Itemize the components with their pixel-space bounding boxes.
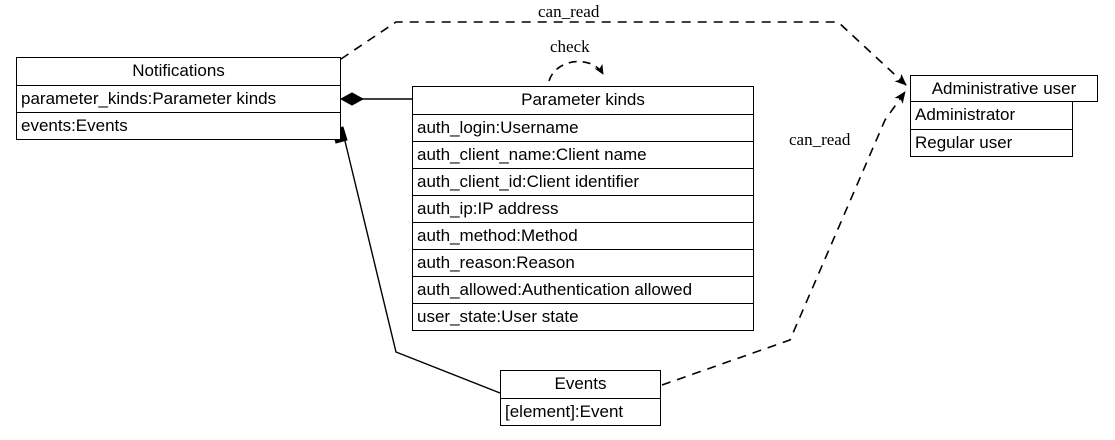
class-notifications[interactable]: Notifications parameter_kinds:Parameter …	[16, 57, 341, 140]
class-parameter-kinds-title: Parameter kinds	[413, 87, 753, 114]
class-parameter-kinds-attr-auth-ip: auth_ip:IP address	[413, 195, 753, 222]
class-notifications-title: Notifications	[17, 58, 340, 85]
class-parameter-kinds-attr-auth-method: auth_method:Method	[413, 222, 753, 249]
class-parameter-kinds-attr-auth-allowed: auth_allowed:Authentication allowed	[413, 276, 753, 303]
class-events[interactable]: Events [element]:Event	[500, 370, 661, 426]
class-administrative-user-attrs: Administrator Regular user	[910, 101, 1073, 157]
class-administrative-user-attr-regular-user: Regular user	[911, 129, 1072, 156]
class-events-title: Events	[501, 371, 660, 398]
edge-label-can-read-bottom: can_read	[789, 130, 851, 149]
class-parameter-kinds-attr-user-state: user_state:User state	[413, 303, 753, 330]
class-parameter-kinds-attr-auth-client-id: auth_client_id:Client identifier	[413, 168, 753, 195]
diamond-parameter-kinds	[339, 92, 365, 106]
edge-check-loop	[548, 60, 604, 82]
class-parameter-kinds-attr-auth-login: auth_login:Username	[413, 114, 753, 141]
edge-can-read-top	[340, 21, 907, 86]
class-administrative-user-attr-administrator: Administrator	[911, 102, 1072, 129]
class-parameter-kinds[interactable]: Parameter kinds auth_login:Username auth…	[412, 86, 754, 331]
edge-label-can-read-top: can_read	[538, 2, 600, 21]
class-administrative-user[interactable]: Administrative user Administrator Regula…	[910, 75, 1100, 157]
class-parameter-kinds-attr-auth-reason: auth_reason:Reason	[413, 249, 753, 276]
class-events-attr-element: [element]:Event	[501, 398, 660, 425]
class-parameter-kinds-attr-auth-client-name: auth_client_name:Client name	[413, 141, 753, 168]
class-notifications-attr-parameter-kinds: parameter_kinds:Parameter kinds	[17, 85, 340, 112]
edge-label-check: check	[550, 37, 590, 56]
class-notifications-attr-events: events:Events	[17, 112, 340, 139]
class-administrative-user-title: Administrative user	[910, 75, 1098, 102]
